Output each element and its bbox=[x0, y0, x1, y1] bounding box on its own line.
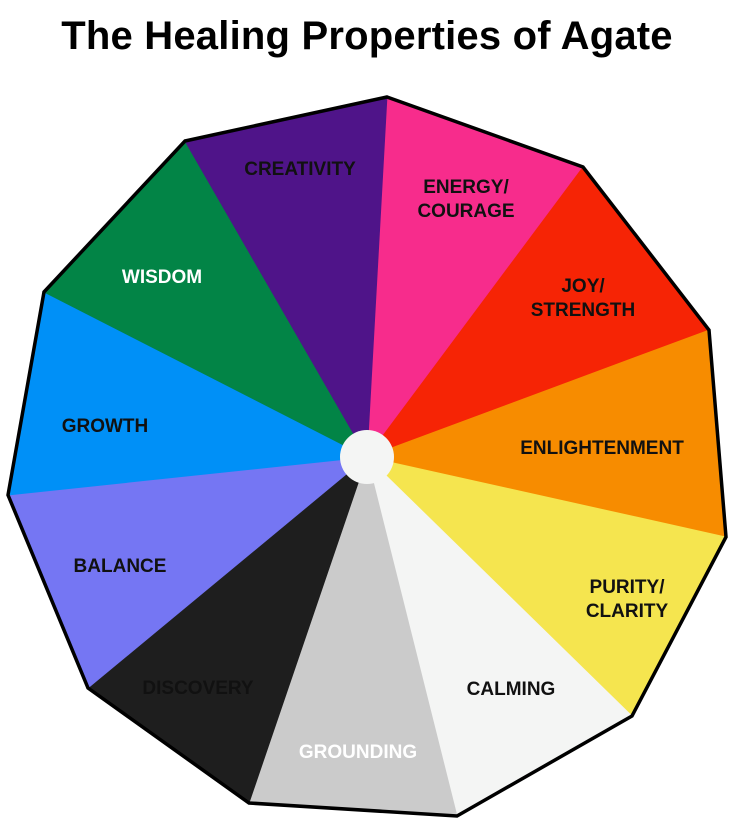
wheel-outline bbox=[6, 95, 728, 818]
segment-label-line: CALMING bbox=[467, 679, 556, 700]
segment-label: GROUNDING bbox=[299, 742, 417, 763]
segment-label: CALMING bbox=[467, 679, 556, 700]
wheel-labels: CREATIVITY ENERGY/COURAGE JOY/STRENGTH ENLI… bbox=[62, 159, 684, 763]
segment-label: CREATIVITY bbox=[244, 159, 356, 180]
segment-label-line: WISDOM bbox=[122, 267, 202, 288]
segment-label: ENLIGHTENMENT bbox=[520, 438, 684, 459]
wheel-segments bbox=[7, 96, 727, 817]
segment-label: WISDOM bbox=[122, 267, 202, 288]
segment-label-line: ENLIGHTENMENT bbox=[520, 438, 684, 459]
segment-label-line: COURAGE bbox=[417, 201, 514, 222]
segment-label: DISCOVERY bbox=[142, 678, 254, 699]
segment-label: ENERGY/COURAGE bbox=[417, 177, 514, 222]
segment-label: BALANCE bbox=[74, 556, 167, 577]
segment-label-line: GROWTH bbox=[62, 416, 149, 437]
segment-label-line: BALANCE bbox=[74, 556, 167, 577]
wheel-center-hub bbox=[340, 430, 394, 484]
segment-label-line: GROUNDING bbox=[299, 742, 417, 763]
segment-label-line: DISCOVERY bbox=[142, 678, 254, 699]
segment-label-line: PURITY/ bbox=[590, 577, 666, 598]
page-title: The Healing Properties of Agate bbox=[61, 14, 673, 58]
segment-label-line: JOY/ bbox=[561, 276, 605, 297]
segment-label: GROWTH bbox=[62, 416, 149, 437]
segment-label-line: CREATIVITY bbox=[244, 159, 356, 180]
segment-label-line: CLARITY bbox=[586, 601, 669, 622]
segment-label-line: STRENGTH bbox=[531, 300, 636, 321]
segment-label: JOY/STRENGTH bbox=[531, 276, 636, 321]
segment-label: PURITY/CLARITY bbox=[586, 577, 669, 622]
segment-label-line: ENERGY/ bbox=[423, 177, 509, 198]
